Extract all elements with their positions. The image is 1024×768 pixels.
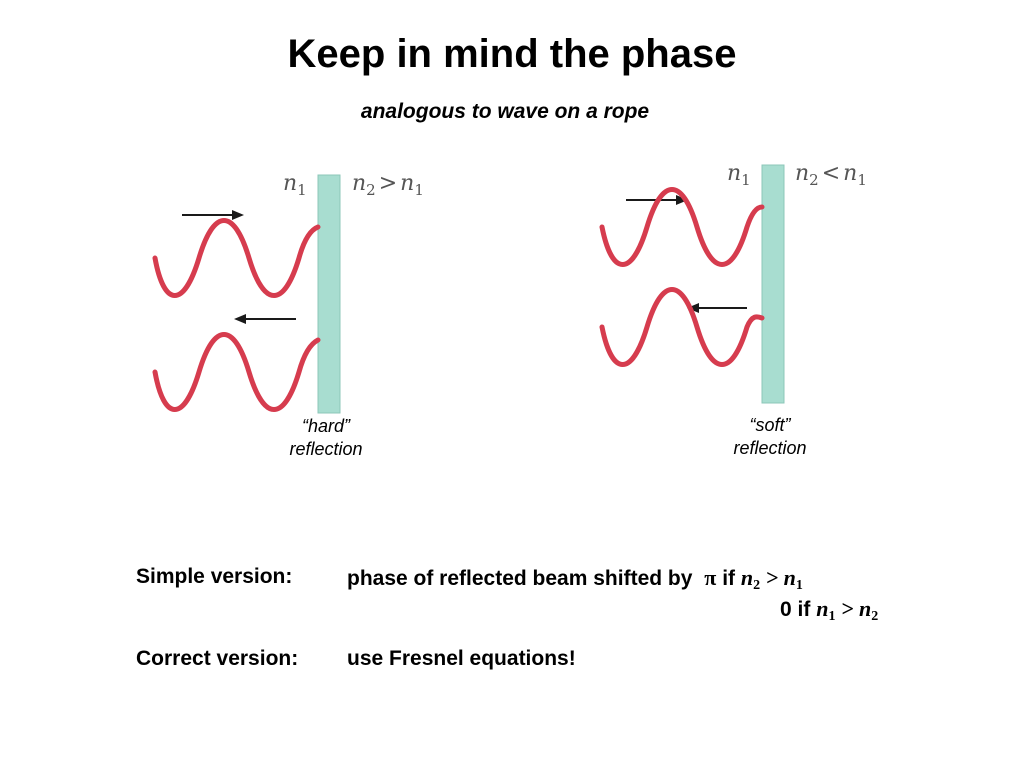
simple-version-text: phase of reflected beam shifted by π if … <box>347 565 803 594</box>
correct-version-text: use Fresnel equations! <box>347 647 576 670</box>
page-title: Keep in mind the phase <box>287 32 737 76</box>
left-arrow-icon <box>234 314 296 324</box>
n1-label: n1 <box>283 171 307 199</box>
index-condition-label: n2>n1 <box>352 171 424 199</box>
left-arrow-icon <box>687 303 747 313</box>
index-condition-label: n2<n1 <box>795 161 867 189</box>
incident-wave <box>599 187 765 267</box>
caption-line: reflection <box>289 439 363 459</box>
hard-reflection-caption: “hard” reflection <box>266 415 386 461</box>
soft-reflection-caption: “soft” reflection <box>710 414 830 460</box>
condition-n2-gt-n1: n2 > n1 <box>740 565 803 593</box>
zero-shift-text: 0 if n1 > n2 <box>780 596 878 625</box>
reflected-wave <box>152 332 321 412</box>
reflected-wave <box>599 287 765 367</box>
simple-text: phase of reflected beam shifted by <box>347 567 693 590</box>
caption-line: “hard” <box>301 416 350 436</box>
caption-line: reflection <box>733 438 807 458</box>
page-subtitle: analogous to wave on a rope <box>360 100 650 123</box>
correct-version-label: Correct version: <box>136 647 299 670</box>
caption-line: “soft” <box>749 415 791 435</box>
interface-slab <box>317 174 341 414</box>
right-arrow-icon <box>182 210 244 220</box>
simple-version-label: Simple version: <box>136 565 293 588</box>
soft-reflection-diagram: n1 n2<n1 <box>599 161 867 404</box>
incident-wave <box>152 218 321 298</box>
condition-n1-gt-n2: n1 > n2 <box>816 596 879 624</box>
zero-value: 0 <box>780 598 792 621</box>
interface-slab <box>761 164 785 404</box>
pi-symbol: π <box>704 565 717 590</box>
right-arrow-icon <box>626 195 688 205</box>
if-word: if <box>722 567 736 590</box>
n1-label: n1 <box>727 161 751 189</box>
hard-reflection-diagram: n1 n2>n1 <box>152 171 424 414</box>
if-word: if <box>797 598 811 621</box>
